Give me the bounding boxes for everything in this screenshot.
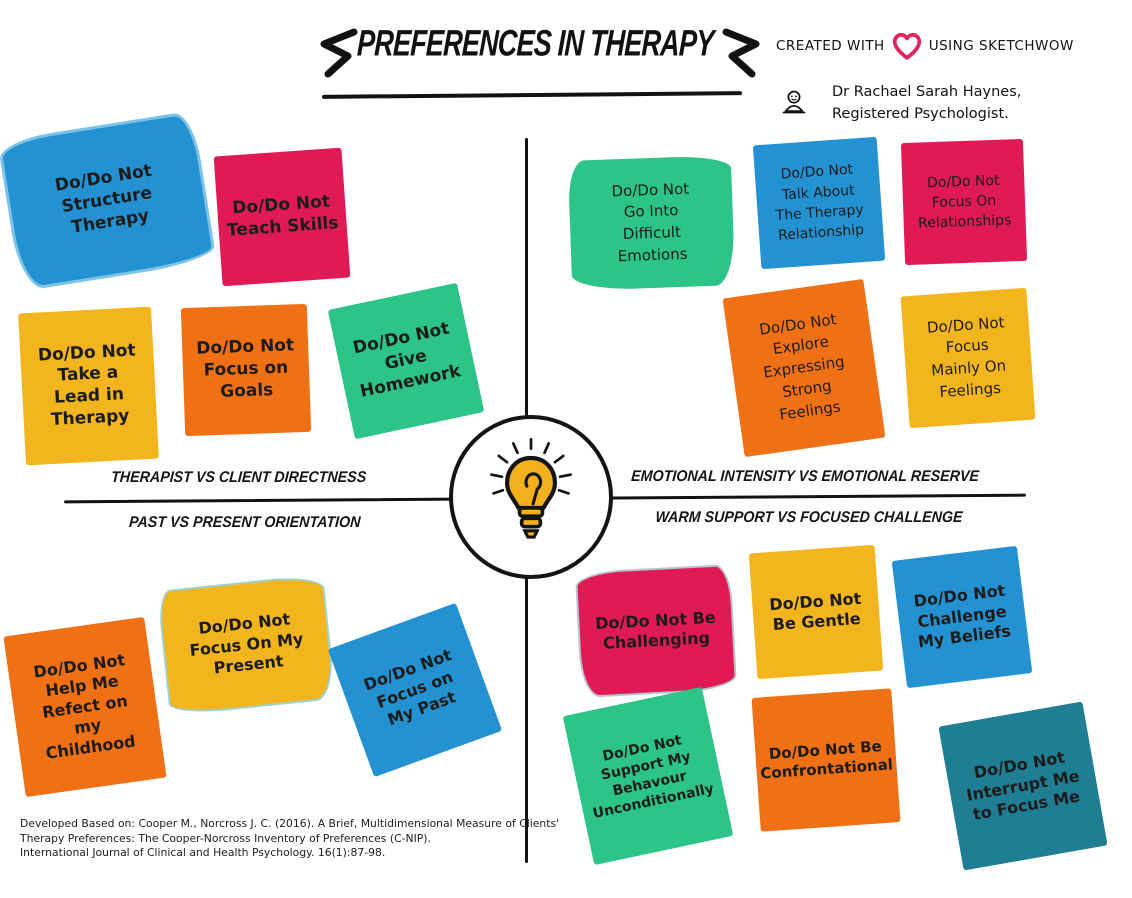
center-circle [449,415,613,579]
zigzag-right-icon [722,28,760,78]
note-teach-skills: Do/Do Not Teach Skills [213,147,351,287]
label-past-vs-present: PAST VS PRESENT ORIENTATION [115,514,375,532]
note-focus-on-relationships: Do/Do Not Focus On Relationships [900,138,1028,266]
note-explore-expressing-strong-feelings: Do/Do Not Explore Expressing Strong Feel… [722,278,886,458]
label-warm-support-vs-challenge: WARM SUPPORT VS FOCUSED CHALLENGE [642,509,963,527]
label-therapist-vs-client-text: THERAPIST VS CLIENT DIRECTNESS [110,469,367,486]
note-go-into-difficult-emotions: Do/Do Not Go Into Difficult Emotions [567,155,736,291]
note-interrupt-me-to-focus-me: Do/Do Not Interrupt Me to Focus Me [938,701,1108,871]
note-focus-on-my-present: Do/Do Not Focus On My Present [156,573,337,717]
citation-text: Developed Based on: Cooper M., Norcross … [20,817,560,860]
note-be-confrontational: Do/Do Not Be Confrontational [751,688,901,832]
note-focus-on-my-past: Do/Do Not Focus on My Past [327,602,503,778]
heart-icon [892,32,921,60]
lightbulb-icon [490,437,572,539]
note-focus-on-goals: Do/Do Not Focus on Goals [180,303,312,437]
created-with-text: CREATED WITH [776,38,885,54]
note-support-my-behavour: Do/Do Not Support My Behavour Unconditio… [562,686,734,866]
note-talk-about-therapy-relationship: Do/Do Not Talk About The Therapy Relatio… [752,136,886,270]
label-emotional-intensity-vs-reserve-text: EMOTIONAL INTENSITY VS EMOTIONAL RESERVE [630,468,980,485]
note-be-gentle: Do/Do Not Be Gentle [748,544,884,680]
author-text: Dr Rachael Sarah Haynes, Registered Psyc… [832,84,1022,122]
note-be-challenging: Do/Do Not Be Challenging [574,564,738,698]
author-row: Dr Rachael Sarah Haynes, Registered Psyc… [780,82,1021,126]
using-sketchwow-text: USING SKETCHWOW [928,38,1074,54]
page-title: PREFERENCES IN THERAPY [318,21,722,64]
note-help-me-refect-on-childhood: Do/Do Not Help Me Refect on my Childhood [3,616,167,798]
zigzag-left-icon [320,28,358,78]
credit-row: CREATED WITH USING SKETCHWOW [776,30,1074,62]
note-structure-therapy: Do/Do Not Structure Therapy [0,110,217,292]
note-focus-mainly-on-feelings: Do/Do Not Focus Mainly On Feelings [900,287,1036,429]
note-take-a-lead: Do/Do Not Take a Lead in Therapy [18,306,159,466]
label-past-vs-present-text: PAST VS PRESENT ORIENTATION [128,514,362,531]
note-give-homework: Do/Do Not Give Homework [327,282,485,440]
label-warm-support-vs-challenge-text: WARM SUPPORT VS FOCUSED CHALLENGE [654,509,964,526]
page-title-text: PREFERENCES IN THERAPY [356,21,715,64]
note-challenge-my-beliefs: Do/Do Not Challenge My Beliefs [891,545,1033,689]
label-therapist-vs-client: THERAPIST VS CLIENT DIRECTNESS [100,469,370,487]
person-doodle-icon [782,90,806,114]
title-underline [321,91,743,99]
label-emotional-intensity-vs-reserve: EMOTIONAL INTENSITY VS EMOTIONAL RESERVE [616,468,980,486]
